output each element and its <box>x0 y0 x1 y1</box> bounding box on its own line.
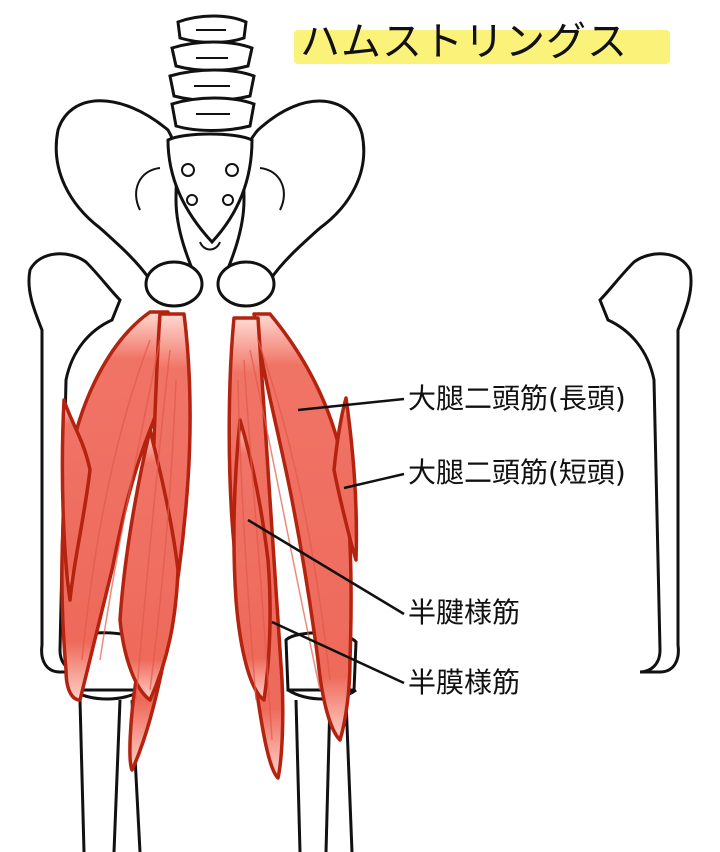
label-semimembranosus: 半膜様筋 <box>408 666 521 699</box>
left-biceps-short <box>60 398 92 602</box>
right-semimembranosus <box>232 418 272 702</box>
leader-biceps-short <box>343 472 405 490</box>
page-title: ハムストリングス <box>300 19 628 65</box>
leader-biceps-long <box>297 397 405 412</box>
label-biceps-femoris-short-head: 大腿二頭筋(短頭) <box>408 456 626 489</box>
muscle-fibre-0 <box>81 339 151 661</box>
muscle-fibre-1 <box>99 339 161 661</box>
leader-semitendinosus <box>247 518 405 616</box>
pelvis <box>54 99 366 308</box>
muscle-fibre-6 <box>243 359 273 741</box>
left-semimembranosus <box>118 428 180 702</box>
label-biceps-femoris-long-head: 大腿二頭筋(長頭) <box>408 382 626 415</box>
muscle-fibre-3 <box>149 379 177 691</box>
muscle-fibre-2 <box>135 349 171 701</box>
spine-vertebrae <box>168 14 256 132</box>
hamstring-muscles <box>60 310 359 780</box>
femurs <box>27 252 693 674</box>
title-block: ハムストリングス <box>294 18 670 66</box>
leader-semimembranosus <box>271 620 405 685</box>
right-biceps-short <box>332 396 359 562</box>
knees-and-lower-legs <box>68 631 358 852</box>
muscle-fibre-4 <box>257 339 331 681</box>
label-leader-lines <box>247 397 405 685</box>
muscle-fibre-7 <box>237 379 257 701</box>
title-highlight <box>294 30 670 64</box>
label-semitendinosus: 半腱様筋 <box>408 596 521 629</box>
